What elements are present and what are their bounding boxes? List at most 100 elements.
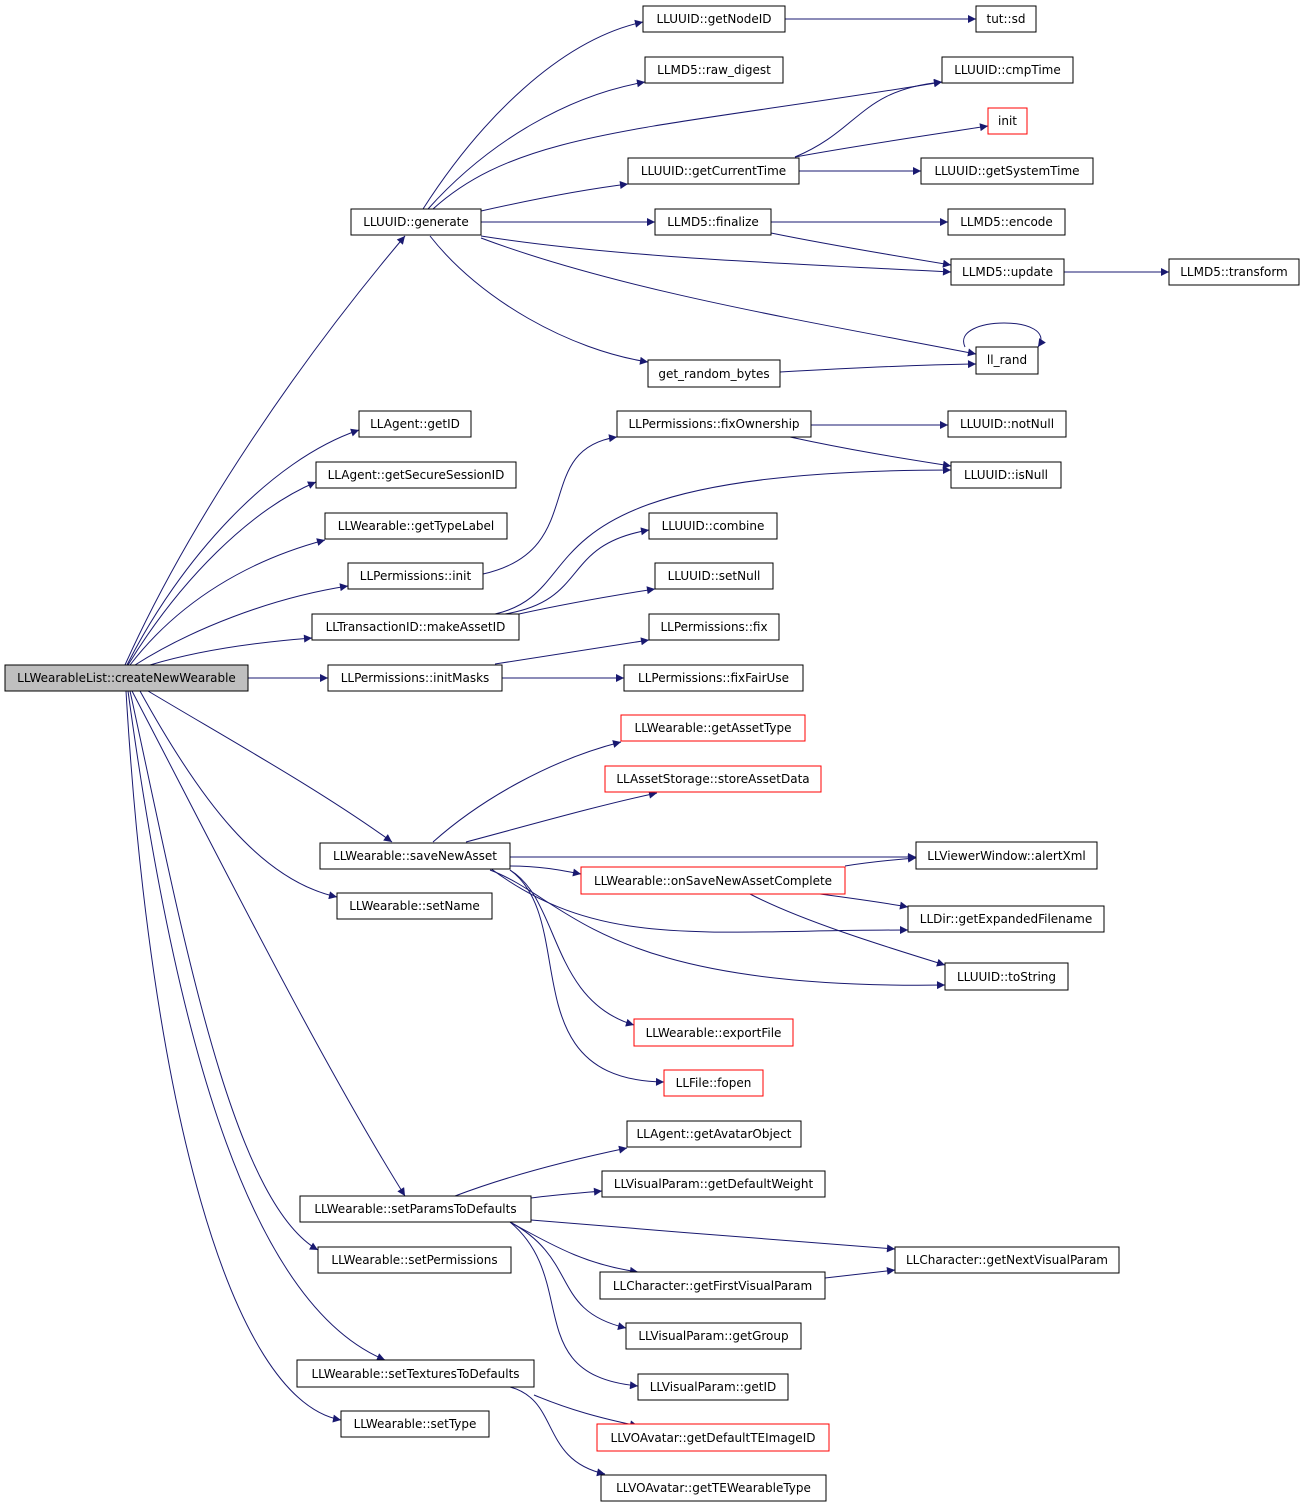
node-encode[interactable]: LLMD5::encode bbox=[947, 208, 1066, 236]
node-label: LLVisualParam::getGroup bbox=[638, 1329, 788, 1343]
edge-getCurrentTime-init bbox=[794, 123, 989, 158]
node-getFirstVisualParam[interactable]: LLCharacter::getFirstVisualParam bbox=[599, 1271, 826, 1300]
node-init[interactable]: init bbox=[987, 107, 1028, 135]
node-get-random-bytes[interactable]: get_random_bytes bbox=[647, 359, 781, 388]
node-setName[interactable]: LLWearable::setName bbox=[336, 892, 493, 920]
node-onSaveNewAssetComplete[interactable]: LLWearable::onSaveNewAssetComplete bbox=[580, 866, 846, 895]
node-fixFairUse[interactable]: LLPermissions::fixFairUse bbox=[623, 664, 804, 692]
node-update[interactable]: LLMD5::update bbox=[950, 258, 1065, 286]
edge-setParams-getGroup bbox=[509, 1221, 627, 1331]
edge-generate-update bbox=[480, 235, 952, 276]
edge-getCurrentTime-cmpTime bbox=[794, 78, 943, 158]
node-setType[interactable]: LLWearable::setType bbox=[340, 1410, 490, 1438]
node-ll-rand[interactable]: ll_rand bbox=[975, 346, 1039, 375]
node-getTypeLabel[interactable]: LLWearable::getTypeLabel bbox=[324, 512, 508, 540]
node-label: LLWearableList::createNewWearable bbox=[17, 671, 236, 685]
node-perm-init[interactable]: LLPermissions::init bbox=[347, 562, 484, 590]
edge-generate-ll_rand bbox=[480, 237, 977, 357]
node-label: LLWearable::setType bbox=[354, 1417, 477, 1431]
node-getNodeID[interactable]: LLUUID::getNodeID bbox=[642, 5, 786, 33]
node-getSecureSessionID[interactable]: LLAgent::getSecureSessionID bbox=[315, 461, 517, 489]
node-label: LLWearable::onSaveNewAssetComplete bbox=[594, 874, 832, 888]
node-generate[interactable]: LLUUID::generate bbox=[350, 208, 482, 236]
edge-setParams-getFirstVisualParam bbox=[509, 1221, 639, 1275]
node-label: LLUUID::isNull bbox=[964, 468, 1048, 482]
node-cmpTime[interactable]: LLUUID::cmpTime bbox=[941, 56, 1074, 84]
edge-ll_rand-self bbox=[963, 322, 1046, 348]
edge-root-setName bbox=[139, 690, 338, 900]
node-combine[interactable]: LLUUID::combine bbox=[648, 512, 778, 540]
node-finalize[interactable]: LLMD5::finalize bbox=[654, 208, 772, 236]
node-transform[interactable]: LLMD5::transform bbox=[1168, 258, 1300, 286]
node-getSystemTime[interactable]: LLUUID::getSystemTime bbox=[920, 157, 1094, 185]
node-label: LLPermissions::fixOwnership bbox=[628, 417, 799, 431]
edge-saveNewAsset-storeAssetData bbox=[465, 790, 658, 843]
node-setPermissions[interactable]: LLWearable::setPermissions bbox=[317, 1246, 512, 1274]
node-root[interactable]: LLWearableList::createNewWearable bbox=[4, 664, 249, 692]
node-label: LLPermissions::fixFairUse bbox=[638, 671, 789, 685]
node-getDefaultTEImageID[interactable]: LLVOAvatar::getDefaultTEImageID bbox=[596, 1423, 830, 1452]
node-getAssetType[interactable]: LLWearable::getAssetType bbox=[620, 714, 806, 742]
node-setNull[interactable]: LLUUID::setNull bbox=[654, 562, 774, 590]
edge-setParams-vp-getID bbox=[509, 1221, 639, 1390]
node-label: LLWearable::getAssetType bbox=[635, 721, 792, 735]
node-getAvatarObject[interactable]: LLAgent::getAvatarObject bbox=[626, 1120, 802, 1148]
node-label: LLVisualParam::getID bbox=[650, 1380, 776, 1394]
node-label: LLUUID::getNodeID bbox=[656, 12, 771, 26]
node-label: LLWearable::getTypeLabel bbox=[338, 519, 495, 533]
edge-generate-cmpTime bbox=[432, 79, 943, 210]
node-getDefaultWeight[interactable]: LLVisualParam::getDefaultWeight bbox=[601, 1170, 826, 1198]
node-storeAssetData[interactable]: LLAssetStorage::storeAssetData bbox=[604, 765, 822, 793]
edge-root-perm-init bbox=[134, 583, 349, 666]
node-alertXml[interactable]: LLViewerWindow::alertXml bbox=[915, 841, 1098, 870]
node-saveNewAsset[interactable]: LLWearable::saveNewAsset bbox=[319, 842, 511, 870]
edge-makeAssetID-setNull bbox=[518, 586, 656, 615]
edge-root-getID bbox=[126, 428, 360, 666]
node-label: LLUUID::combine bbox=[662, 519, 765, 533]
node-label: LLVOAvatar::getTEWearableType bbox=[616, 1481, 811, 1495]
node-agent-getID[interactable]: LLAgent::getID bbox=[358, 410, 472, 438]
node-label: LLCharacter::getNextVisualParam bbox=[906, 1253, 1108, 1267]
node-label: LLPermissions::init bbox=[360, 569, 472, 583]
node-label: LLMD5::update bbox=[962, 265, 1053, 279]
edge-saveNewAsset-fopen bbox=[509, 869, 665, 1086]
node-label: LLWearable::saveNewAsset bbox=[333, 849, 497, 863]
node-label: LLVOAvatar::getDefaultTEImageID bbox=[611, 1431, 816, 1445]
edge-setParams-getNextVisualParam bbox=[530, 1219, 896, 1253]
node-label: ll_rand bbox=[987, 353, 1027, 367]
node-getNextVisualParam[interactable]: LLCharacter::getNextVisualParam bbox=[894, 1246, 1120, 1274]
node-fixOwnership[interactable]: LLPermissions::fixOwnership bbox=[616, 410, 812, 438]
node-raw-digest[interactable]: LLMD5::raw_digest bbox=[644, 56, 784, 84]
node-perm-fix[interactable]: LLPermissions::fix bbox=[648, 613, 780, 641]
edge-get_random_bytes-ll_rand bbox=[779, 360, 977, 373]
node-label: LLUUID::cmpTime bbox=[954, 63, 1060, 77]
node-label: LLAgent::getSecureSessionID bbox=[328, 468, 505, 482]
node-vp-getID[interactable]: LLVisualParam::getID bbox=[637, 1373, 789, 1401]
node-tut-sd[interactable]: tut::sd bbox=[975, 5, 1037, 33]
node-label: LLWearable::exportFile bbox=[646, 1026, 782, 1040]
node-toString[interactable]: LLUUID::toString bbox=[944, 962, 1069, 991]
node-isNull[interactable]: LLUUID::isNull bbox=[950, 461, 1062, 489]
node-getCurrentTime[interactable]: LLUUID::getCurrentTime bbox=[627, 157, 800, 185]
node-setParamsToDefaults[interactable]: LLWearable::setParamsToDefaults bbox=[299, 1195, 532, 1223]
node-getGroup[interactable]: LLVisualParam::getGroup bbox=[625, 1322, 802, 1350]
node-label: LLUUID::setNull bbox=[668, 569, 761, 583]
node-label: LLWearable::setParamsToDefaults bbox=[314, 1202, 516, 1216]
node-notNull[interactable]: LLUUID::notNull bbox=[947, 410, 1067, 438]
edge-onSave-toString bbox=[749, 893, 946, 967]
node-fopen[interactable]: LLFile::fopen bbox=[663, 1069, 764, 1097]
edge-generate-get_random_bytes bbox=[429, 235, 649, 365]
edge-saveNewAsset-exportFile bbox=[509, 869, 635, 1027]
edge-saveNewAsset-onSaveNewAssetComplete bbox=[509, 865, 582, 877]
node-label: LLTransactionID::makeAssetID bbox=[326, 620, 506, 634]
node-getTEWearableType[interactable]: LLVOAvatar::getTEWearableType bbox=[600, 1474, 827, 1502]
node-makeAssetID[interactable]: LLTransactionID::makeAssetID bbox=[311, 613, 520, 641]
node-setTexturesToDefaults[interactable]: LLWearable::setTexturesToDefaults bbox=[296, 1359, 535, 1388]
edge-fixOwnership-isNull bbox=[789, 436, 952, 469]
edge-root-generate bbox=[124, 235, 406, 666]
node-initMasks[interactable]: LLPermissions::initMasks bbox=[327, 664, 503, 692]
node-getExpandedFilename[interactable]: LLDir::getExpandedFilename bbox=[907, 905, 1105, 933]
edge-root-setParamsToDefaults bbox=[131, 690, 406, 1197]
node-exportFile[interactable]: LLWearable::exportFile bbox=[633, 1018, 794, 1047]
